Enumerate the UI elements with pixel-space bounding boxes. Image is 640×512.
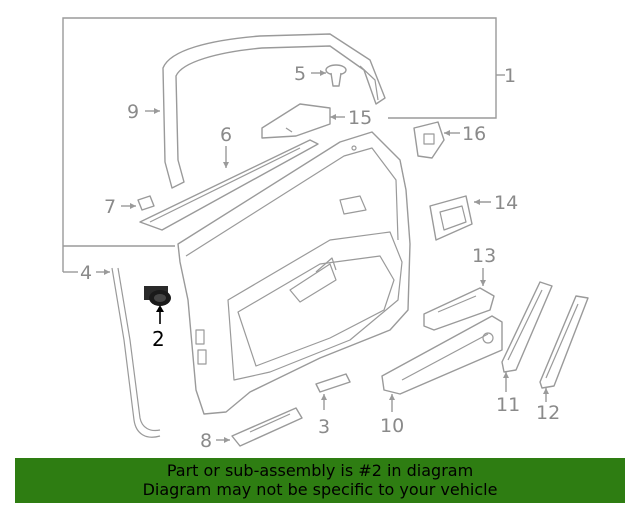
switch-bracket [413,121,445,159]
door-trim-panel [177,131,411,415]
retainer-clip [137,195,155,211]
callout-12: 12 [536,402,560,424]
pad-part [315,373,351,393]
callout-6: 6 [220,124,232,146]
switch-bezel [429,195,473,241]
upper-bracket [261,103,331,139]
callout-5: 5 [294,63,306,85]
callout-1: 1 [504,65,516,87]
callout-11: 11 [496,394,520,416]
diagram-notice-banner: Part or sub-assembly is #2 in diagram Di… [15,458,625,503]
callout-9: 9 [127,101,139,123]
trim-strip-12 [539,295,589,389]
callout-13: 13 [472,245,496,267]
callout-labels: 1 2 3 4 5 6 7 8 9 10 11 12 13 14 15 16 [80,63,560,452]
switch-panel [423,287,495,331]
lower-trim [231,407,303,447]
callout-4: 4 [80,262,92,284]
callout-3: 3 [318,416,330,438]
window-frame-trim [162,33,386,189]
callout-14: 14 [494,192,518,214]
banner-line-2: Diagram may not be specific to your vehi… [142,480,498,499]
banner-line-1: Part or sub-assembly is #2 in diagram [166,461,474,480]
fastener-part-2 [144,286,171,324]
callout-15: 15 [348,107,372,129]
belt-molding [139,139,319,231]
callout-16: 16 [462,123,486,145]
weatherstrip [111,267,161,438]
callout-2: 2 [152,327,165,351]
callout-7: 7 [104,196,116,218]
leader-lines [96,70,549,443]
clip-part [325,64,347,87]
armrest [381,315,503,395]
callout-10: 10 [380,415,404,437]
callout-8: 8 [200,430,212,452]
assembly-bracket [62,17,505,273]
trim-strip-11 [501,281,553,373]
